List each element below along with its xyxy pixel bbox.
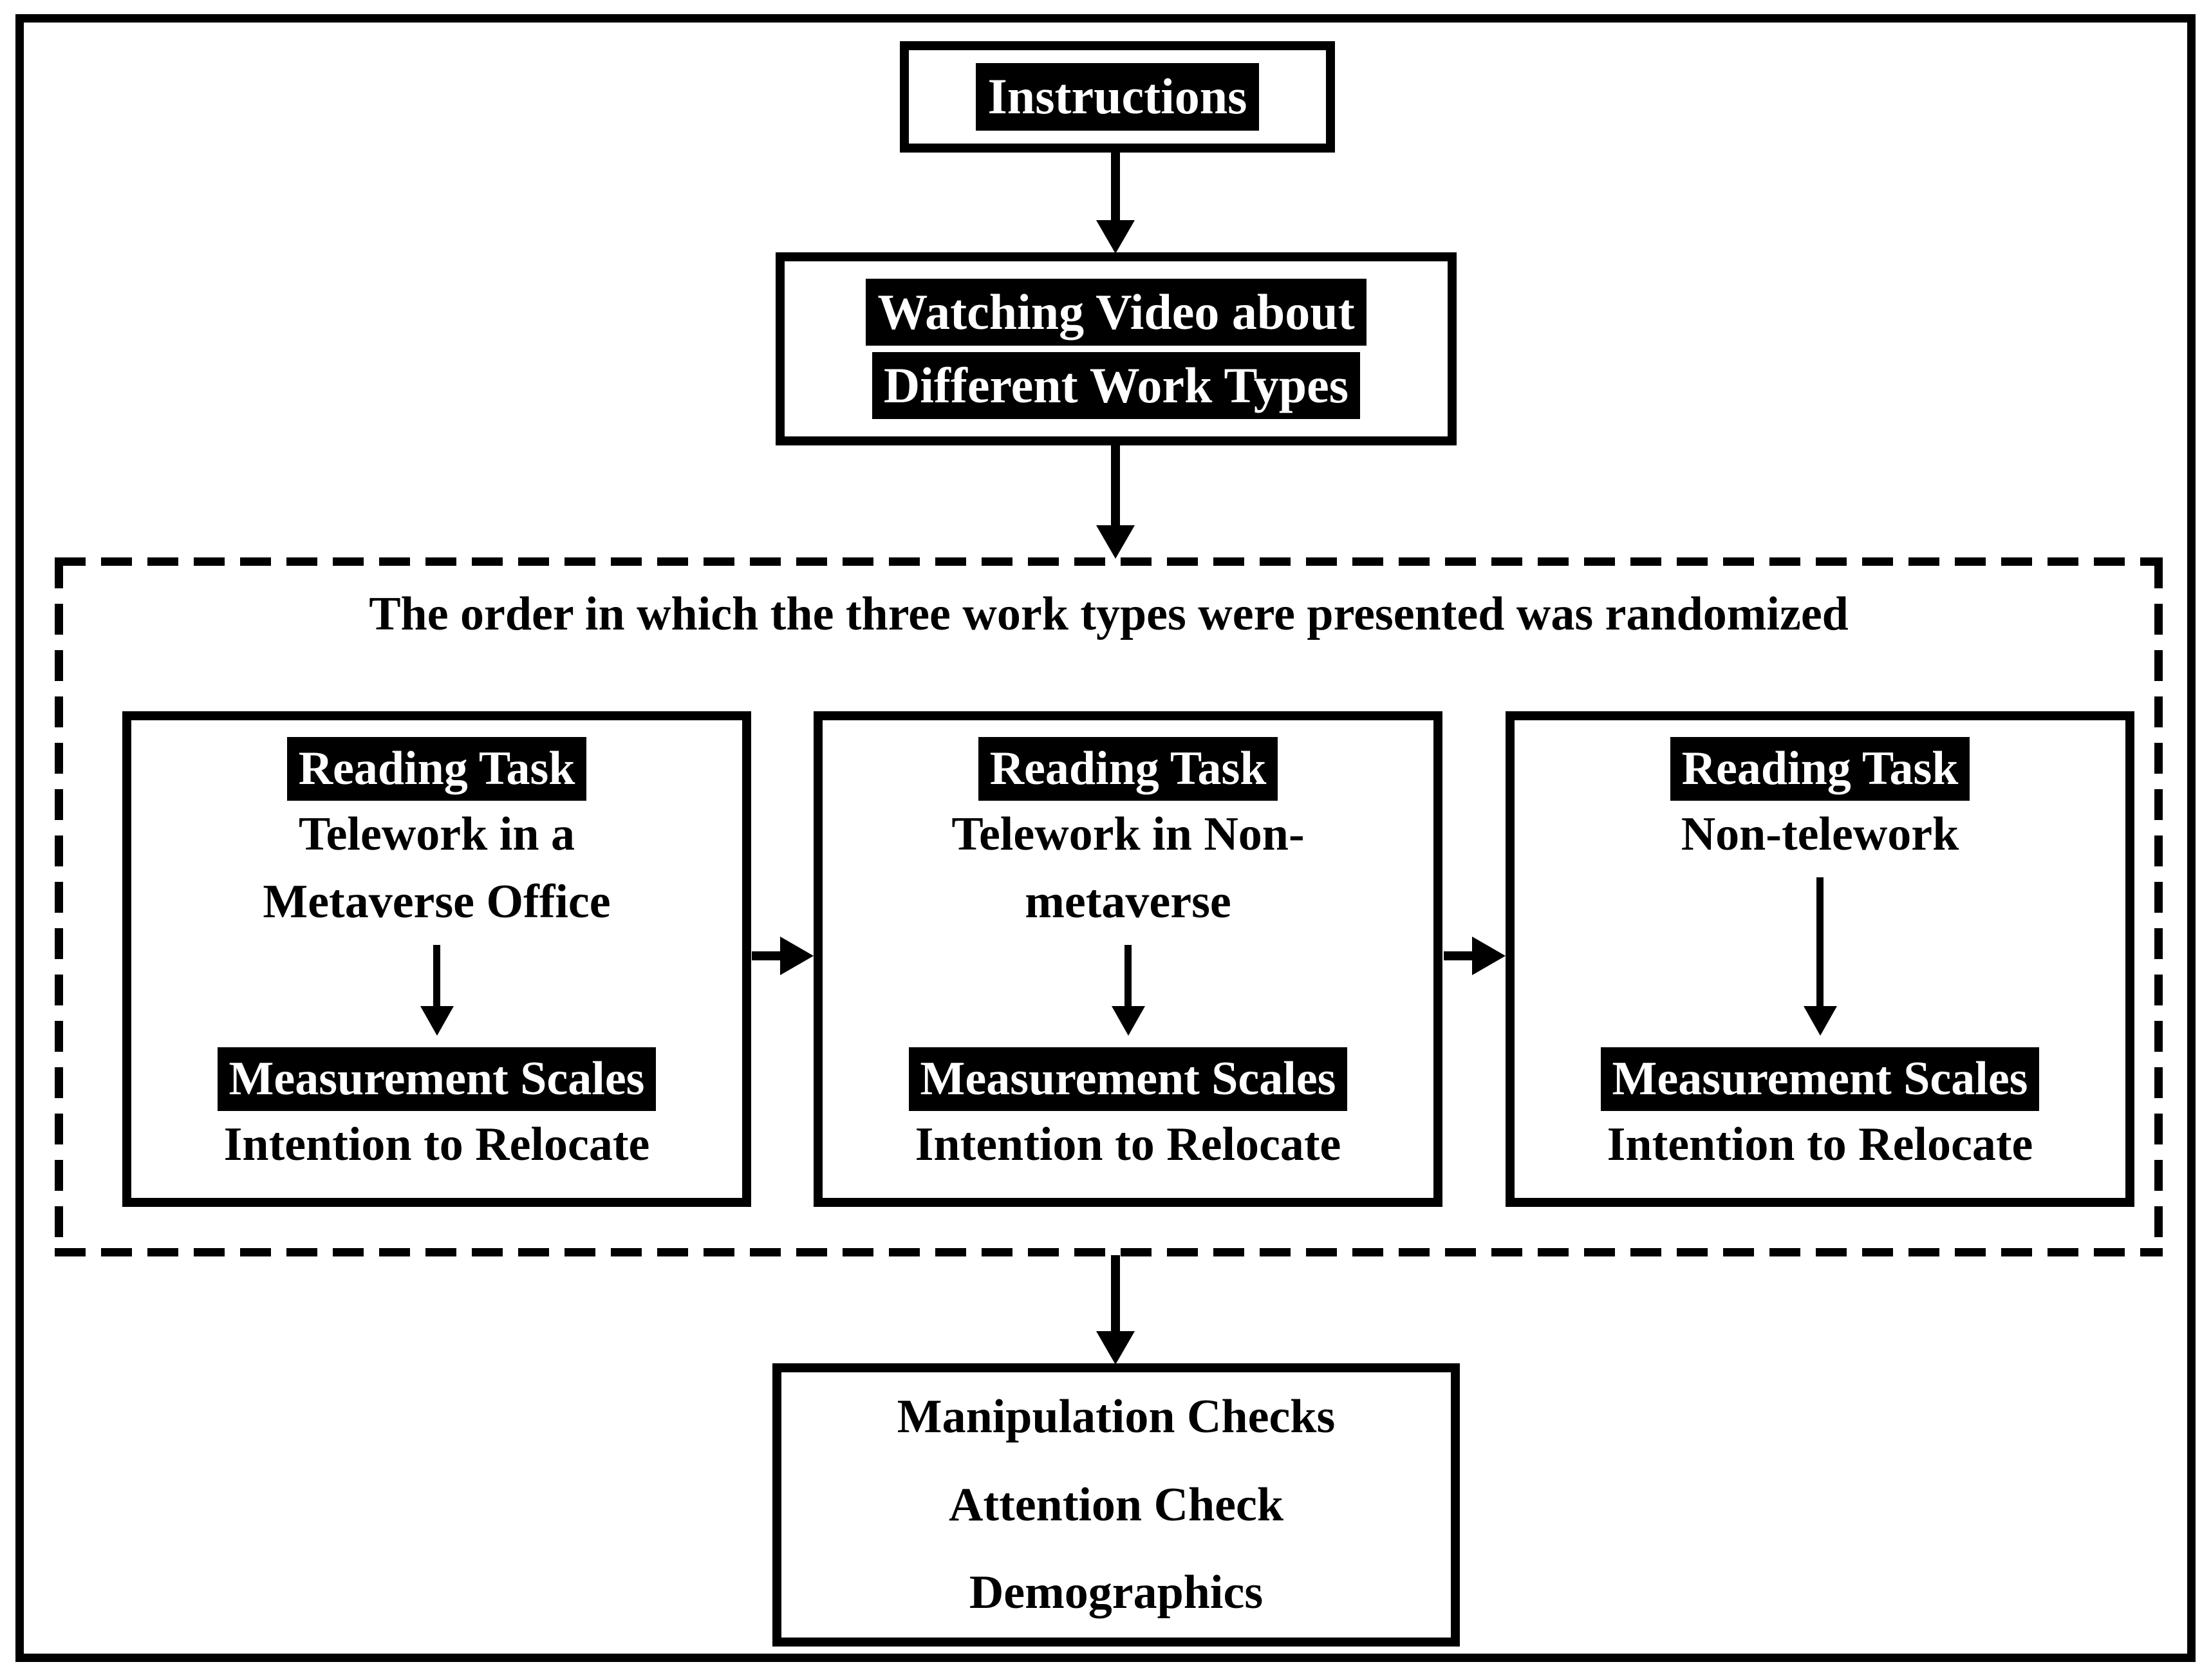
instructions-label: Instructions xyxy=(976,63,1259,131)
video-label-line2: Different Work Types xyxy=(872,352,1361,420)
arrow-stem xyxy=(1816,877,1824,1006)
reading-task-header: Reading Task xyxy=(286,737,587,801)
arrow-condition1-to-condition2 xyxy=(752,937,814,975)
arrowhead-down-icon xyxy=(1096,1331,1135,1365)
measurement-scales-header: Measurement Scales xyxy=(1600,1047,2040,1111)
arrow-randomized-section-to-final xyxy=(1096,1255,1135,1365)
arrowhead-down-icon xyxy=(420,1005,454,1036)
scales-item-label: Intention to Relocate xyxy=(223,1117,650,1171)
arrowhead-down-icon xyxy=(1111,1005,1145,1036)
arrowhead-down-icon xyxy=(1096,220,1135,254)
video-box: Watching Video about Different Work Type… xyxy=(776,252,1457,445)
arrow-task-to-scales xyxy=(1803,877,1837,1036)
reading-task-header: Reading Task xyxy=(978,737,1278,801)
demographics-label: Demographics xyxy=(969,1566,1264,1619)
condition-box-non-telework: Reading Task Non-telework Measurement Sc… xyxy=(1506,711,2134,1207)
task-title-line1: Non-telework xyxy=(1681,808,1959,861)
condition-box-nonmetaverse-telework: Reading Task Telework in Non- metaverse … xyxy=(814,711,1442,1207)
outer-border xyxy=(15,14,2196,1662)
arrow-condition2-to-condition3 xyxy=(1444,937,1506,975)
condition-box-metaverse-telework: Reading Task Telework in a Metaverse Off… xyxy=(122,711,751,1207)
arrow-stem xyxy=(433,945,440,1006)
arrow-stem xyxy=(1111,1255,1120,1331)
arrow-instructions-to-video xyxy=(1096,153,1135,254)
scales-item-label: Intention to Relocate xyxy=(915,1117,1341,1171)
manipulation-checks-label: Manipulation Checks xyxy=(897,1390,1336,1443)
task-title-line1: Telework in Non- xyxy=(951,808,1305,861)
arrow-stem xyxy=(1444,951,1472,960)
arrowhead-down-icon xyxy=(1803,1005,1837,1036)
reading-task-header: Reading Task xyxy=(1670,737,1970,801)
dashed-border-bottom xyxy=(55,1248,2163,1256)
measurement-scales-header: Measurement Scales xyxy=(217,1047,657,1111)
dashed-border-left xyxy=(55,557,63,1256)
arrow-task-to-scales xyxy=(1111,945,1145,1036)
scales-item-label: Intention to Relocate xyxy=(1607,1117,2033,1171)
arrow-stem xyxy=(752,951,780,960)
task-title-line2: metaverse xyxy=(1025,875,1231,929)
arrowhead-right-icon xyxy=(780,937,814,975)
attention-check-label: Attention Check xyxy=(948,1478,1284,1531)
arrow-stem xyxy=(1111,444,1120,525)
arrow-stem xyxy=(1124,945,1132,1006)
measurement-scales-header: Measurement Scales xyxy=(908,1047,1348,1111)
arrow-task-to-scales xyxy=(420,945,454,1036)
randomized-section: The order in which the three work types … xyxy=(55,557,2163,1256)
dashed-border-top xyxy=(55,557,2163,566)
instructions-box: Instructions xyxy=(900,41,1335,153)
arrowhead-down-icon xyxy=(1096,525,1135,559)
task-title-line1: Telework in a xyxy=(299,808,575,861)
arrow-stem xyxy=(1111,153,1120,220)
dashed-border-right xyxy=(2154,557,2163,1256)
randomization-note: The order in which the three work types … xyxy=(369,588,1849,640)
video-label-line1: Watching Video about xyxy=(866,278,1367,346)
task-title-line2: Metaverse Office xyxy=(263,875,611,929)
arrow-video-to-randomized-section xyxy=(1096,444,1135,559)
arrowhead-right-icon xyxy=(1472,937,1506,975)
final-checks-box: Manipulation Checks Attention Check Demo… xyxy=(772,1363,1460,1647)
